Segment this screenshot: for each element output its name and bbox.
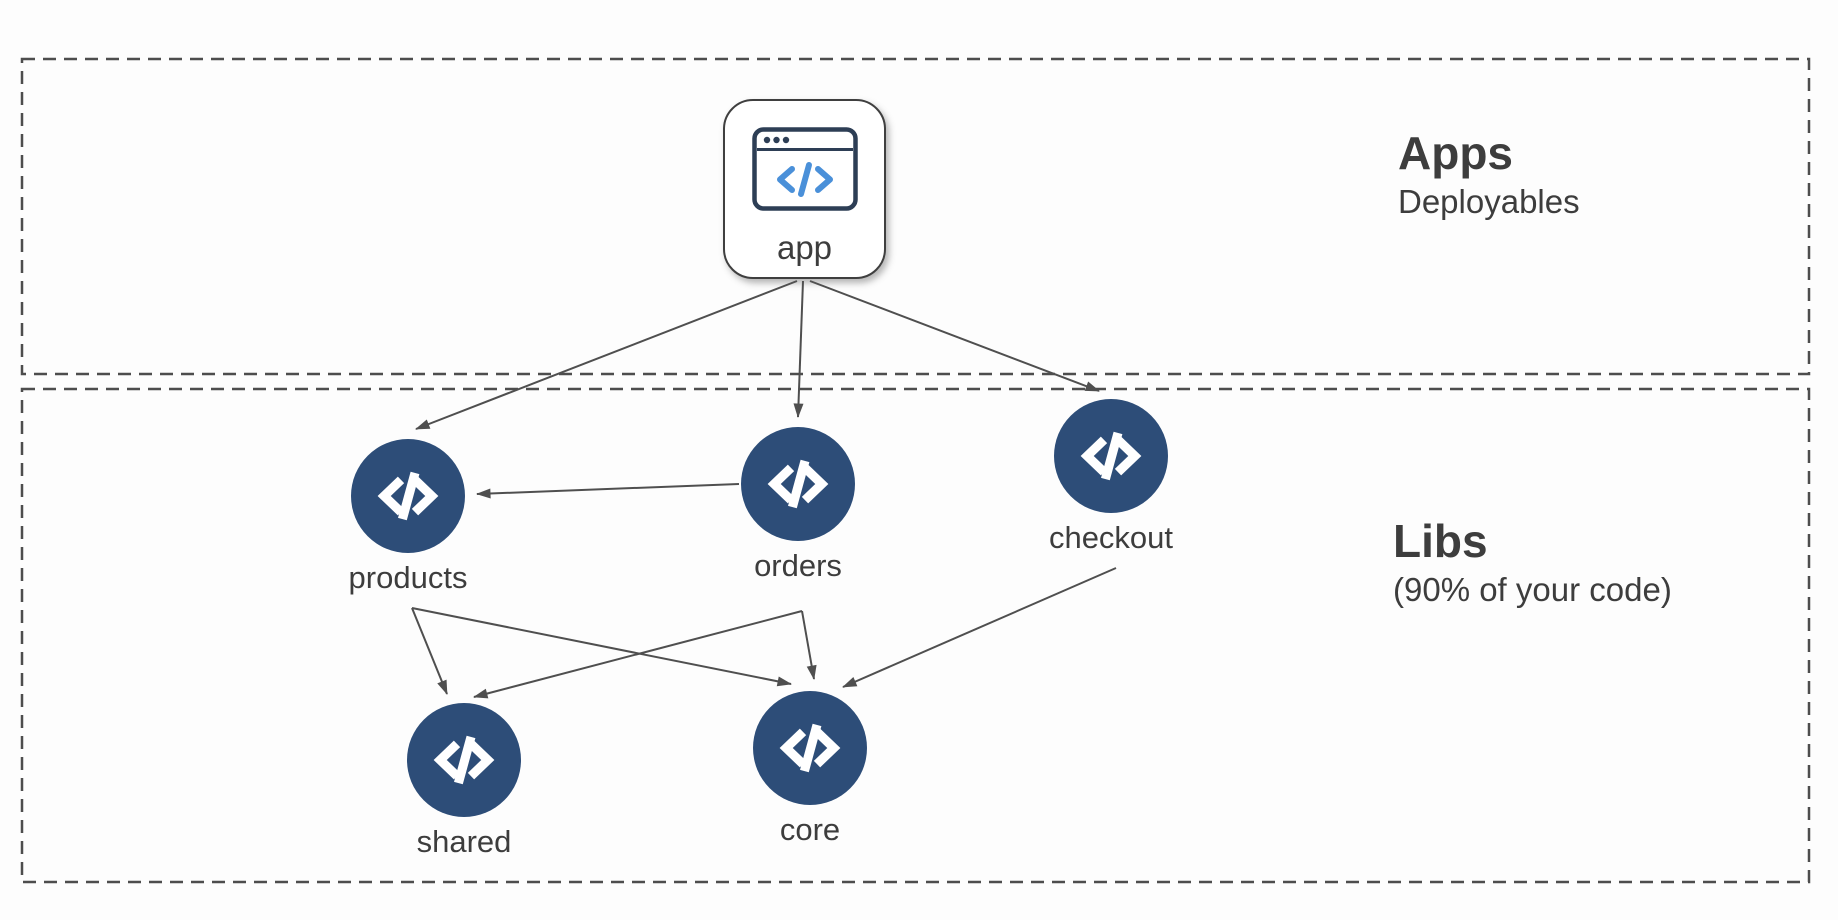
code-icon [351,439,465,553]
node-label: app [776,229,833,266]
node-core: core [725,691,895,848]
code-icon [753,691,867,805]
edge-app-products [415,280,798,430]
edge-orders-shared [473,610,803,699]
edge-app-orders [793,280,804,418]
apps-region-subtitle: Deployables [1398,183,1580,221]
node-app: app [723,99,886,279]
node-shared: shared [379,703,549,860]
node-checkout: checkout [1026,399,1196,556]
apps-region-box [20,57,1811,376]
edge-orders-core [801,610,817,680]
libs-region-box [20,387,1811,884]
node-products: products [323,439,493,596]
libs-region-title: Libs [1393,515,1488,567]
node-label: checkout [1048,520,1174,555]
code-icon [741,427,855,541]
code-icon [1054,399,1168,513]
node-label: core [779,812,841,847]
edge-products-core [411,607,792,687]
edge-app-checkout [809,280,1100,392]
node-label: shared [416,824,512,859]
edge-checkout-core [842,567,1117,688]
apps-region-label: Apps Deployables [1398,126,1580,222]
libs-region-label: Libs (90% of your code) [1393,514,1672,610]
code-icon [407,703,521,817]
edge-orders-products [476,483,740,499]
apps-region-title: Apps [1398,127,1513,179]
node-label: orders [754,548,842,583]
browser-window-icon [751,127,858,211]
libs-region-subtitle: (90% of your code) [1393,571,1672,609]
node-label: products [348,560,468,595]
node-orders: orders [713,427,883,584]
edge-products-shared [411,607,448,695]
